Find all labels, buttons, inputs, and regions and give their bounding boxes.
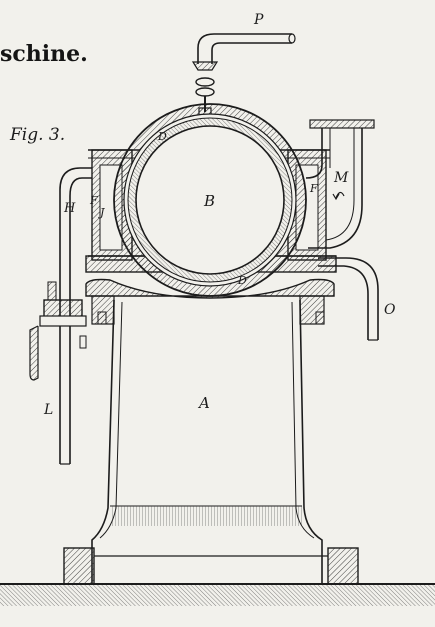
label-a: A: [197, 394, 210, 412]
label-b: B: [203, 192, 215, 210]
label-f-right: F: [309, 182, 318, 195]
base-casting: [63, 278, 359, 585]
label-m: M: [333, 170, 349, 186]
pipe-m: [305, 119, 375, 249]
label-h: H: [63, 201, 76, 216]
pipe-h-l: [29, 167, 92, 465]
pipe-o: [318, 257, 379, 341]
bolts: [97, 311, 325, 325]
label-d-bottom: D: [237, 274, 247, 287]
label-d-top: D: [157, 130, 167, 143]
ground-line: [0, 583, 435, 606]
figure-label: Fig. 3.: [9, 125, 65, 145]
label-o: O: [384, 302, 396, 318]
label-l: L: [43, 402, 53, 418]
label-f-left: F: [89, 194, 98, 207]
label-p: P: [253, 12, 264, 28]
plate-title-fragment: schine.: [0, 41, 88, 67]
cylinder-ring: [113, 103, 307, 297]
label-j: J: [98, 206, 105, 219]
